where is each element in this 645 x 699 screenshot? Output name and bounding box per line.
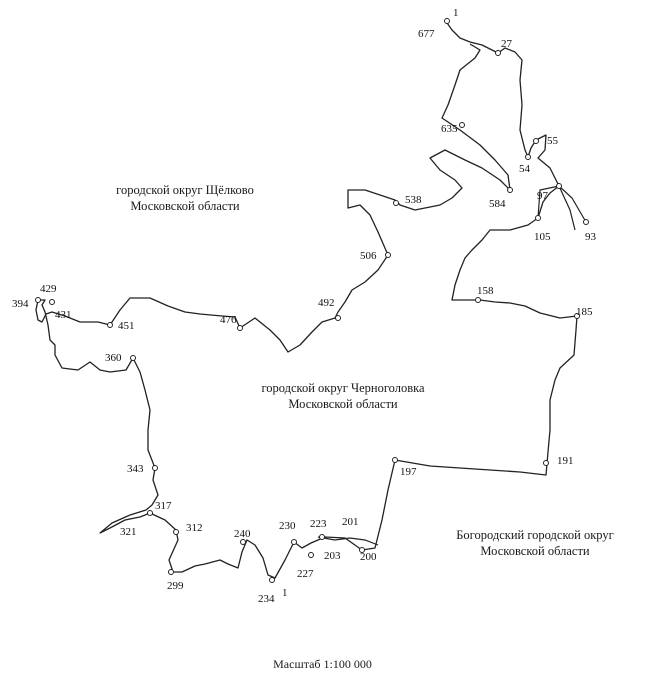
vertex-label: 506 [360,250,377,262]
vertex-label: 431 [55,309,72,321]
vertex-185 [574,313,580,319]
vertex-200 [359,547,365,553]
vertex-label: 227 [297,568,314,580]
vertex-506 [385,252,391,258]
vertex-label: 538 [405,194,422,206]
vertex-label: 203 [324,550,341,562]
vertex-label: 321 [120,526,137,538]
vertex-538 [393,200,399,206]
vertex-label: 677 [418,28,435,40]
vertex-240 [240,539,246,545]
vertex-223 [319,534,325,540]
region-label-chernogolovka: городской округ Черноголовка Московской … [248,380,438,412]
region-subname: Московской области [480,544,590,558]
vertex-label: 55 [547,135,559,147]
region-name: городской округ Черноголовка [261,381,425,395]
vertex-label: 451 [118,320,135,332]
vertex-label: 317 [155,500,172,512]
vertex-label: 27 [501,38,513,50]
vertex-label: 1 [453,7,459,19]
vertex-label: 240 [234,528,251,540]
vertex-label: 197 [400,466,417,478]
vertex-label: 200 [360,551,377,563]
boundary-line [35,19,578,579]
vertex-label: 234 [258,593,275,605]
vertex-227 [308,552,314,558]
vertex-label: 105 [534,231,551,243]
vertex-343 [152,465,158,471]
vertex-54 [525,154,531,160]
vertex-635 [459,122,465,128]
vertex-97 [556,183,562,189]
region-name: Богородский городской округ [456,528,614,542]
vertex-label: 158 [477,285,494,297]
vertex-label: 97 [537,190,549,202]
vertex-429 [49,299,55,305]
vertex-label: 312 [186,522,203,534]
region-name: городской округ Щёлково [116,183,254,197]
vertex-197 [392,457,398,463]
vertex-label: 299 [167,580,184,592]
vertex-492 [335,315,341,321]
vertex-299 [168,569,174,575]
vertex-label: 394 [12,298,29,310]
vertex-230 [291,539,297,545]
vertex-label: 185 [576,306,593,318]
vertex-451 [107,322,113,328]
vertex-312 [173,529,179,535]
boundary-spur [537,185,587,231]
vertex-label: 93 [585,231,597,243]
vertex-317 [147,510,153,516]
vertex-27 [495,50,501,56]
vertex-360 [130,355,136,361]
vertex-label: 223 [310,518,327,530]
region-label-bogorodsky: Богородский городской округ Московской о… [440,527,630,559]
vertex-label: 635 [441,123,458,135]
vertex-label: 476 [220,314,237,326]
vertex-label: 191 [557,455,574,467]
vertex-234 [269,577,275,583]
vertex-158 [475,297,481,303]
vertex-191 [543,460,549,466]
vertex-394 [35,297,41,303]
boundary-spur [317,536,379,546]
vertex-1 [444,18,450,24]
region-label-shchelkovo: городской округ Щёлково Московской облас… [90,182,280,214]
vertex-label: 1 [282,587,288,599]
vertex-label: 230 [279,520,296,532]
vertex-105 [535,215,541,221]
vertex-label: 584 [489,198,506,210]
region-subname: Московской области [288,397,398,411]
vertex-476 [237,325,243,331]
map-scale: Масштаб 1:100 000 [273,657,372,671]
vertex-label: 429 [40,283,57,295]
vertex-93 [583,219,589,225]
vertex-label: 343 [127,463,144,475]
vertex-label: 360 [105,352,122,364]
vertex-label: 492 [318,297,335,309]
region-subname: Московской области [130,199,240,213]
vertex-584 [507,187,513,193]
vertex-label: 54 [519,163,531,175]
vertex-55 [533,138,539,144]
vertex-label: 201 [342,516,359,528]
